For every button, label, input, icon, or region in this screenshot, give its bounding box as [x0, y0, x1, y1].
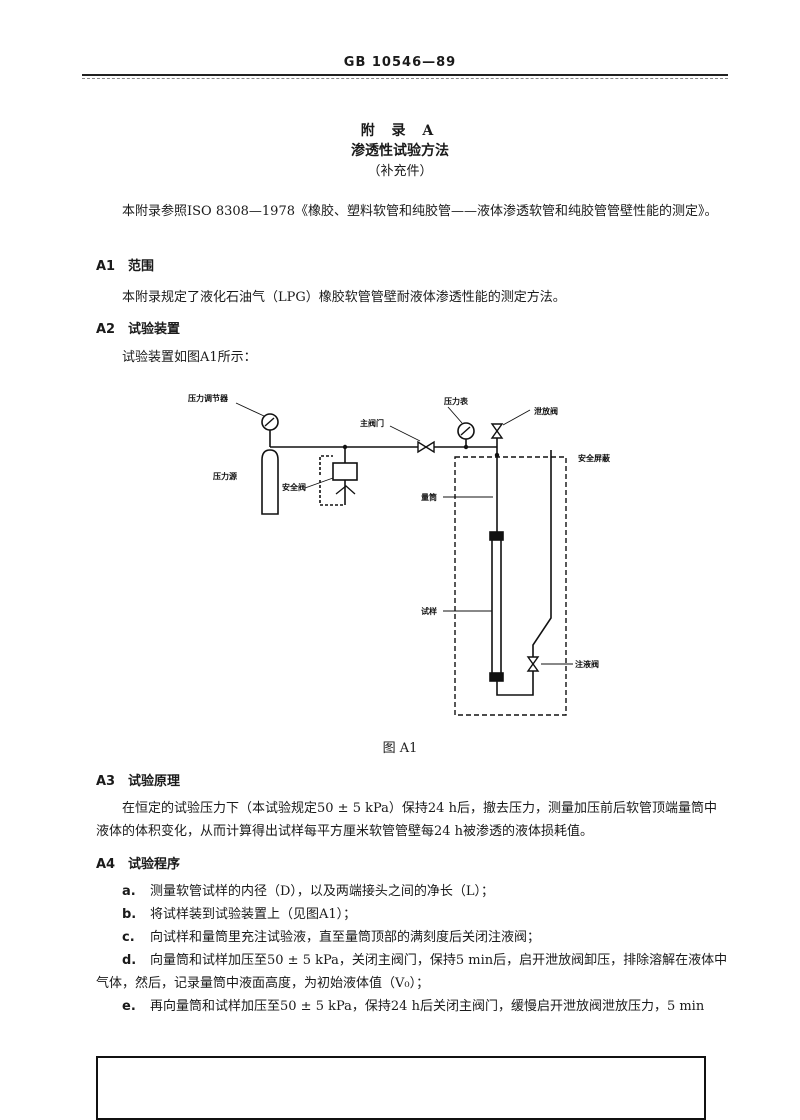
step-text: 测量软管试样的内径（D），以及两端接头之间的净长（L）； [150, 884, 495, 899]
label-fill-valve: 注液阀 [575, 659, 599, 669]
section-a2-heading: A2 试验装置 [96, 318, 180, 337]
section-a1-text: 本附录规定了液化石油气（LPG）橡胶软管管壁耐液体渗透性能的测定方法。 [122, 290, 566, 305]
section-title: 试验原理 [128, 774, 181, 789]
header-rule-secondary [82, 78, 728, 79]
page-header-code: GB 10546—89 [343, 55, 457, 70]
step-mark: c. [122, 930, 135, 945]
footer-frame [96, 1056, 706, 1120]
section-a1-heading: A1 范围 [96, 255, 154, 274]
pressure-gauge-icon [457, 422, 475, 440]
main-valve-icon [417, 440, 435, 454]
figure-a1-diagram: 压力调节器 压力源 主阀门 压力表 泄放阀 安全屏蔽 安全阀 量筒 试样 注液阀 [188, 393, 611, 716]
return-pipe [496, 450, 552, 696]
section-title: 试验装置 [128, 322, 181, 337]
step-mark: e. [122, 999, 136, 1014]
appendix-note: （补充件） [367, 164, 433, 179]
section-title: 范围 [128, 259, 155, 274]
section-a3-heading: A3 试验原理 [96, 770, 180, 789]
step-e: e. 再向量筒和试样加压至50 ± 5 kPa，保持24 h后关闭主阀门，缓慢启开… [122, 995, 728, 1018]
vent-valve-icon [490, 423, 504, 439]
step-text: 再向量筒和试样加压至50 ± 5 kPa，保持24 h后关闭主阀门，缓慢启开泄放… [150, 999, 705, 1014]
step-text: 向量筒和试样加压至50 ± 5 kPa，关闭主阀门，保持5 min后，启开泄放阀… [96, 953, 728, 991]
label-shield: 安全屏蔽 [578, 453, 611, 463]
appendix-label: 附 录 A [360, 123, 440, 139]
pressure-source-cylinder [261, 449, 279, 515]
intro-paragraph: 本附录参照ISO 8308—1978《橡胶、塑料软管和纯胶管——液体渗透软管和纯… [122, 204, 718, 219]
step-text: 将试样装到试验装置上（见图A1）； [150, 907, 357, 922]
label-cylinder: 量筒 [421, 492, 437, 502]
step-b: b. 将试样装到试验装置上（见图A1）； [122, 903, 728, 926]
step-mark: d. [122, 953, 137, 968]
appendix-title: 渗透性试验方法 [351, 143, 449, 159]
section-number: A1 [96, 259, 116, 274]
section-number: A2 [96, 322, 116, 337]
figure-caption: 图 A1 [382, 741, 418, 756]
sample-tube [491, 536, 502, 676]
step-text: 向试样和量筒里充注试验液，直至量筒顶部的满刻度后关闭注液阀； [150, 930, 541, 945]
sample-bottom-fitting [489, 672, 504, 682]
label-safety-valve: 安全阀 [282, 482, 306, 492]
step-c: c. 向试样和量筒里充注试验液，直至量筒顶部的满刻度后关闭注液阀； [122, 926, 728, 949]
step-d: d.向量筒和试样加压至50 ± 5 kPa，关闭主阀门，保持5 min后，启开泄… [96, 949, 728, 995]
label-regulator: 压力调节器 [188, 393, 229, 403]
section-a4-heading: A4 试验程序 [96, 853, 180, 872]
section-title: 试验程序 [128, 857, 181, 872]
section-a2-text: 试验装置如图A1所示： [122, 350, 257, 365]
label-sample: 试样 [421, 606, 437, 616]
label-source: 压力源 [213, 471, 237, 481]
safety-valve-body [332, 462, 358, 481]
regulator-gauge-icon [261, 413, 279, 431]
sample-top-fitting [489, 531, 504, 541]
step-mark: a. [122, 884, 136, 899]
section-number: A4 [96, 857, 116, 872]
fill-valve-icon [526, 656, 540, 672]
step-a: a. 测量软管试样的内径（D），以及两端接头之间的净长（L）； [122, 880, 728, 903]
step-mark: b. [122, 907, 137, 922]
section-number: A3 [96, 774, 116, 789]
section-a3-text: 在恒定的试验压力下（本试验规定50 ± 5 kPa）保持24 h后，撤去压力，测… [96, 801, 717, 839]
header-rule [82, 74, 728, 76]
safety-shield [454, 456, 567, 716]
label-gauge: 压力表 [444, 396, 469, 406]
label-main-valve: 主阀门 [360, 418, 384, 428]
label-vent-valve: 泄放阀 [534, 406, 558, 416]
